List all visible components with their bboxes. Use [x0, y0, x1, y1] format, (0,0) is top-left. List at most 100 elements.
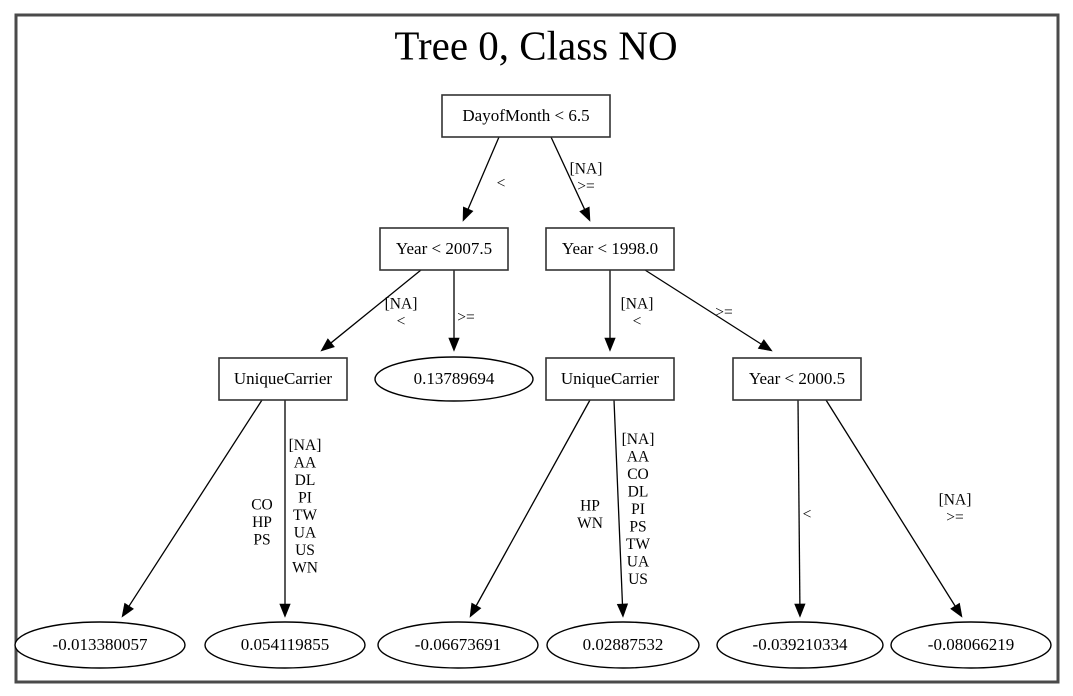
edge-label-line: >=	[457, 309, 474, 326]
edge-label-line: PI	[631, 501, 645, 518]
edge-label-line: [NA]	[570, 160, 603, 177]
node-box-shape	[441, 94, 611, 138]
edge-label: <	[497, 175, 506, 192]
edge-arrowhead	[616, 603, 629, 618]
edge-label-line: [NA]	[939, 491, 972, 508]
edge-label-line: CO	[627, 466, 649, 483]
tree-edge	[604, 270, 616, 352]
edge-arrowhead	[121, 602, 134, 618]
decision-node[interactable]: Year < 2007.5	[379, 227, 509, 271]
edge-label-line: CO	[251, 496, 273, 513]
leaf-node[interactable]: 0.13789694	[374, 356, 534, 402]
leaf-node[interactable]: -0.013380057	[14, 621, 186, 669]
node-label: 0.054119855	[241, 635, 330, 654]
tree-edge	[279, 400, 291, 618]
edge-label-line: UA	[627, 553, 650, 570]
edge-label-line: HP	[252, 514, 272, 531]
edge-label-line: <	[497, 175, 506, 192]
edge-label-line: TW	[626, 536, 650, 553]
edge-arrowhead	[950, 602, 963, 618]
node-label: -0.013380057	[53, 635, 148, 654]
node-ellipse-shape	[14, 621, 186, 669]
node-box-shape	[379, 227, 509, 271]
edge-arrowhead	[579, 206, 591, 222]
edge-label: [NA]>=	[939, 491, 972, 526]
tree-edge	[448, 270, 460, 352]
edge-line	[613, 399, 624, 605]
decision-node[interactable]: Year < 1998.0	[545, 227, 675, 271]
edge-label-line: >=	[715, 304, 732, 321]
edge-label-line: PS	[629, 518, 646, 535]
decision-node[interactable]: UniqueCarrier	[545, 357, 675, 401]
node-box-shape	[545, 357, 675, 401]
node-ellipse-shape	[716, 621, 884, 669]
tree-edge	[469, 399, 591, 618]
leaf-node[interactable]: 0.054119855	[204, 621, 366, 669]
edge-label: <	[803, 506, 812, 523]
node-label: -0.039210334	[753, 635, 848, 654]
node-label: UniqueCarrier	[234, 369, 333, 388]
tree-edge	[550, 136, 591, 222]
edge-label: [NA]<	[385, 295, 418, 330]
decision-node[interactable]: UniqueCarrier	[218, 357, 348, 401]
edge-label-line: TW	[293, 506, 317, 523]
node-box-shape	[218, 357, 348, 401]
edge-arrowhead	[604, 337, 616, 352]
edge-label-line: >=	[946, 508, 963, 525]
edge-label-line: HP	[580, 497, 600, 514]
tree-edge	[320, 269, 422, 352]
decision-node[interactable]: DayofMonth < 6.5	[441, 94, 611, 138]
edge-label-line: UA	[294, 524, 317, 541]
node-ellipse-shape	[546, 621, 700, 669]
edge-label: >=	[457, 309, 474, 326]
decision-node[interactable]: Year < 2000.5	[732, 357, 862, 401]
node-label: UniqueCarrier	[561, 369, 660, 388]
edge-label-line: PS	[253, 531, 270, 548]
edge-label-line: >=	[577, 177, 594, 194]
edge-arrowhead	[469, 602, 482, 618]
edge-label: [NA]>=	[570, 160, 603, 195]
edge-arrowhead	[794, 603, 806, 618]
tree-edge	[794, 399, 806, 618]
node-ellipse-shape	[204, 621, 366, 669]
edge-label-line: <	[803, 506, 812, 523]
edge-label-line: DL	[628, 483, 649, 500]
edges-layer	[121, 136, 963, 618]
node-label: Year < 2007.5	[396, 239, 492, 258]
edge-label-line: WN	[577, 514, 603, 531]
tree-edge	[613, 399, 629, 618]
leaf-node[interactable]: -0.08066219	[890, 621, 1052, 669]
edge-label: [NA]<	[621, 295, 654, 330]
node-label: DayofMonth < 6.5	[462, 106, 589, 125]
tree-edge	[121, 399, 263, 618]
node-ellipse-shape	[374, 356, 534, 402]
edge-label-line: PI	[298, 489, 312, 506]
node-label: Year < 2000.5	[749, 369, 845, 388]
edge-arrowhead	[279, 603, 291, 618]
node-box-shape	[545, 227, 675, 271]
edge-label-line: WN	[292, 559, 318, 576]
leaf-node[interactable]: 0.02887532	[546, 621, 700, 669]
tree-edge	[644, 269, 773, 352]
leaf-node[interactable]: -0.06673691	[377, 621, 539, 669]
edge-line	[644, 269, 762, 345]
tree-edge	[825, 399, 963, 618]
node-box-shape	[732, 357, 862, 401]
edge-label-line: <	[397, 312, 406, 329]
leaf-node[interactable]: -0.039210334	[716, 621, 884, 669]
node-label: -0.06673691	[415, 635, 501, 654]
edge-arrowhead	[462, 206, 474, 222]
edge-line	[550, 136, 586, 210]
node-label: 0.02887532	[583, 635, 664, 654]
edge-line	[128, 399, 263, 607]
edge-line	[330, 269, 422, 344]
edge-arrowhead	[757, 339, 773, 352]
edge-label-line: DL	[295, 471, 316, 488]
